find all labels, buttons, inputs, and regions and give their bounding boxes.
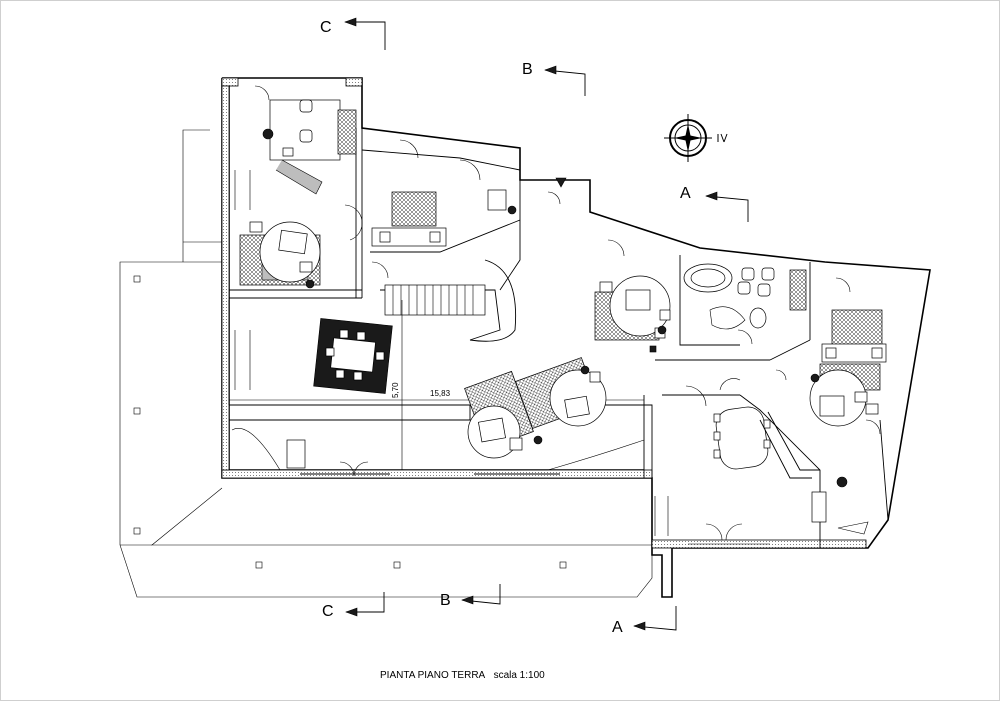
svg-text:A: A	[612, 619, 623, 636]
section-marker-c-bottom: C	[322, 592, 385, 620]
svg-text:A: A	[680, 185, 691, 202]
facade-doors	[300, 461, 560, 477]
svg-text:C: C	[320, 19, 332, 36]
terrace-outline	[119, 129, 653, 598]
bedroom-right	[775, 277, 887, 435]
svg-text:B: B	[440, 592, 451, 609]
drawing-caption: PIANTA PIANO TERRA scala 1:100	[380, 670, 545, 681]
north-arrow-compass-icon	[664, 114, 728, 162]
caption-title: PIANTA PIANO TERRA	[380, 670, 486, 681]
dining-area	[231, 318, 645, 471]
living-room-right	[547, 177, 671, 353]
dimension-horizontal-label: 15,83	[430, 389, 451, 398]
living-room-sofas	[464, 357, 607, 471]
section-marker-a-bottom: A	[612, 606, 677, 636]
section-marker-b-bottom: B	[440, 584, 501, 609]
section-marker-b-top: B	[522, 61, 586, 96]
section-marker-a-right: A	[680, 185, 749, 222]
caption-scale: scala 1:100	[493, 670, 545, 681]
bathroom-upper-left	[254, 85, 357, 195]
bedroom-left	[234, 170, 363, 289]
bathroom-right	[683, 263, 807, 345]
dimension-vertical-label: 5,70	[391, 382, 400, 398]
bedroom-middle	[371, 139, 517, 279]
staircase	[384, 259, 517, 342]
svg-text:B: B	[522, 61, 533, 78]
svg-text:C: C	[322, 603, 334, 620]
section-marker-c-top: C	[320, 17, 386, 50]
kitchen	[654, 378, 869, 545]
